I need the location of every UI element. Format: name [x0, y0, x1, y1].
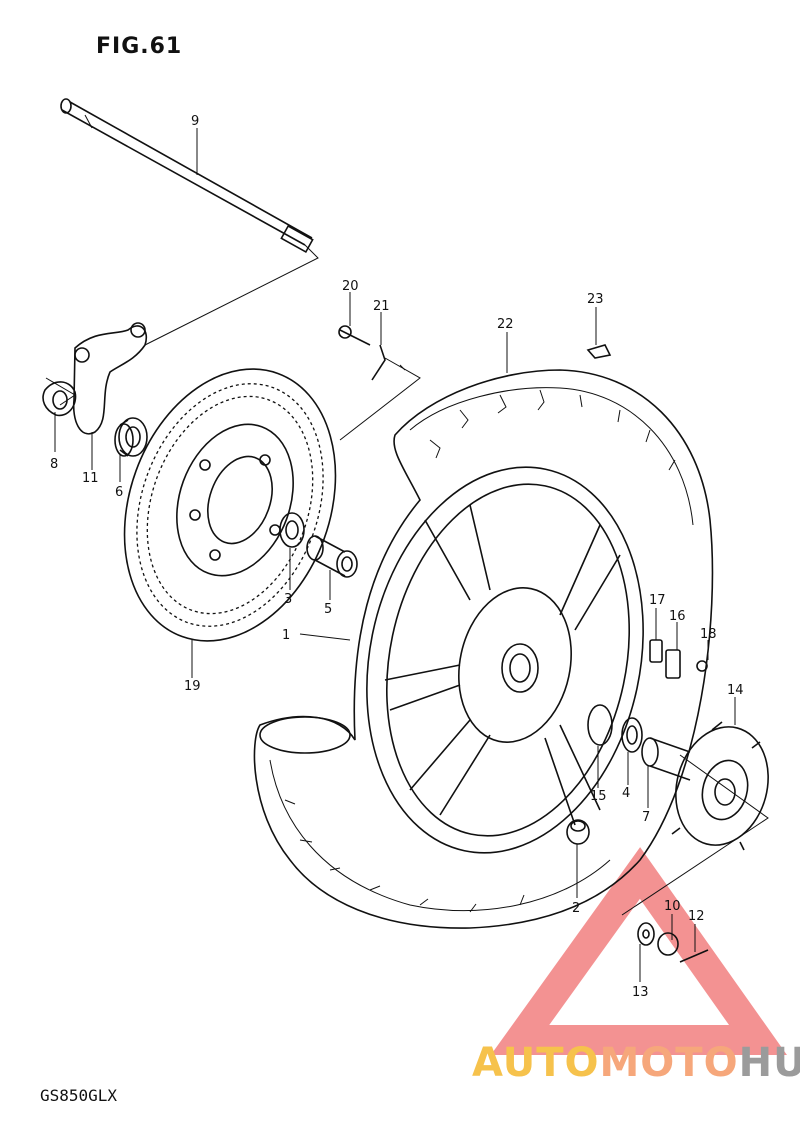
- callout-7: 7: [642, 810, 650, 825]
- clip-part-17: [649, 639, 663, 663]
- callout-9: 9: [191, 114, 199, 129]
- watermark-hub: HUB: [738, 1040, 800, 1086]
- callout-1: 1: [282, 628, 290, 643]
- watermark-triangle: [490, 847, 787, 1055]
- callout-23: 23: [587, 292, 604, 307]
- callout-5: 5: [324, 602, 332, 617]
- watermark-auto: AUTO: [472, 1040, 600, 1086]
- callout-16: 16: [669, 609, 686, 624]
- watermark-text: AUTOMOTOHUB: [472, 1040, 800, 1086]
- washer-part-13: [637, 922, 655, 946]
- valve-part-23: [586, 344, 612, 359]
- axle-part: [60, 98, 314, 253]
- callout-21: 21: [373, 299, 390, 314]
- callout-17: 17: [649, 593, 666, 608]
- tire-part: [253, 369, 714, 929]
- callout-6: 6: [115, 485, 123, 500]
- callout-20: 20: [342, 279, 359, 294]
- spacer-part-5: [306, 535, 358, 578]
- drive-hub-part: [671, 721, 769, 851]
- callout-2: 2: [572, 901, 580, 916]
- callout-8: 8: [50, 457, 58, 472]
- lock-washer-part-21: [371, 344, 386, 381]
- callout-15: 15: [590, 789, 607, 804]
- callout-4: 4: [622, 786, 630, 801]
- callout-22: 22: [497, 317, 514, 332]
- spacer-part-6: [114, 417, 148, 457]
- nut-part-10: [657, 932, 679, 956]
- callout-labels: 9 20 21 22 23 8 11 6 3 5 1 19 17 16 18 1…: [50, 114, 744, 1000]
- torque-bracket-part: [42, 322, 147, 435]
- bolt-part-18: [696, 660, 708, 672]
- model-code: GS850GLX: [40, 1086, 118, 1105]
- callout-3: 3: [284, 592, 292, 607]
- wheel-rim-part: [366, 466, 644, 854]
- plate-part-16: [665, 649, 681, 679]
- o-ring-part-15: [587, 704, 613, 746]
- spacer-part-7: [641, 737, 691, 781]
- callout-11: 11: [82, 471, 99, 486]
- callout-12: 12: [688, 909, 705, 924]
- bolt-part-20: [338, 325, 371, 346]
- figure-title: FIG.61: [96, 34, 183, 59]
- bearing-part-3: [279, 512, 305, 548]
- valve-part-2: [566, 819, 590, 845]
- cotter-pin-part-12: [679, 949, 709, 963]
- callout-10: 10: [664, 899, 681, 914]
- callout-13: 13: [632, 985, 649, 1000]
- leader-lines: [54, 128, 736, 982]
- callout-19: 19: [184, 679, 201, 694]
- brake-disc-part: [123, 368, 337, 642]
- callout-14: 14: [727, 683, 744, 698]
- assembly-guide-lines: [45, 244, 769, 916]
- callout-18: 18: [700, 627, 717, 642]
- bearing-part-4: [621, 717, 643, 753]
- watermark-moto: MOTO: [599, 1040, 739, 1086]
